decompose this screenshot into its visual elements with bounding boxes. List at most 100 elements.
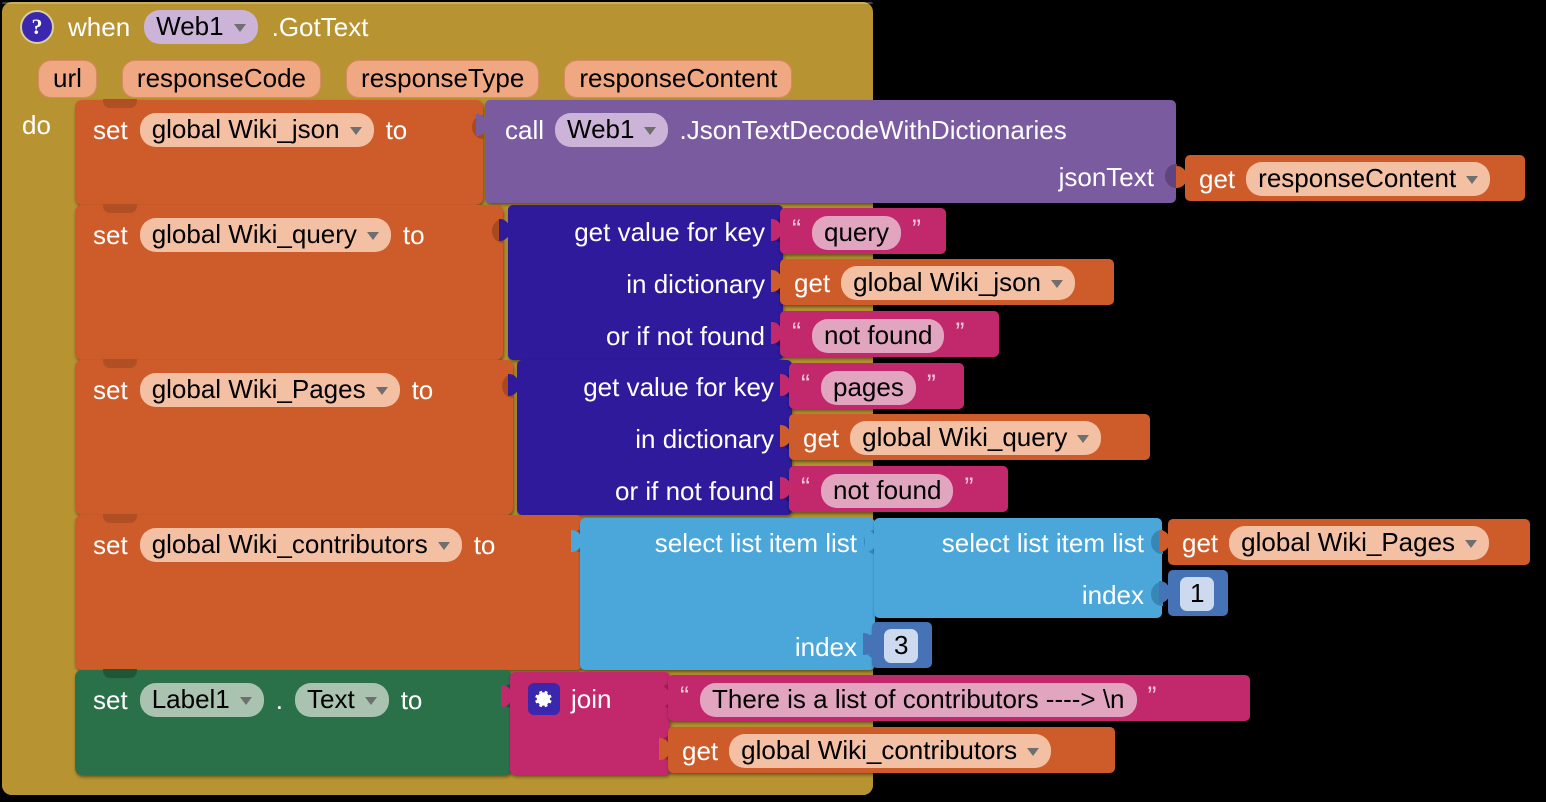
setter-block-wiki-query[interactable]: set global Wiki_query to (75, 204, 504, 360)
close-quote-icon: ” (926, 368, 936, 399)
argument-row-jsontext: jsonText (1059, 164, 1154, 190)
text-field-value: There is a list of contributors ----> \n (712, 684, 1125, 714)
event-method-label: .GotText (271, 12, 369, 42)
argument-label-jsontext: jsonText (1058, 162, 1154, 192)
text-block-not-found[interactable]: “ not found ” (780, 466, 1008, 512)
variable-dropdown-wiki-json[interactable]: global Wiki_json (841, 266, 1076, 300)
block-plug (1159, 530, 1170, 552)
open-quote-icon: “ (680, 680, 689, 711)
block-plug (571, 530, 582, 552)
variable-dropdown-wiki-pages[interactable]: global Wiki_Pages (139, 373, 400, 407)
to-label: to (411, 375, 434, 405)
component-dropdown-web1[interactable]: Web1 (144, 10, 258, 44)
component-dropdown-label: Web1 (156, 11, 224, 41)
getter-row: get global Wiki_query (803, 421, 1102, 455)
block-plug (508, 374, 519, 396)
getter-row: get global Wiki_json (794, 266, 1076, 300)
chevron-down-icon (1051, 280, 1064, 288)
setter-block-wiki-contributors[interactable]: set global Wiki_contributors to (75, 514, 584, 670)
variable-dropdown-responsecontent[interactable]: responseContent (1246, 162, 1491, 196)
dictionary-row: in dictionary (635, 426, 774, 452)
gear-icon[interactable] (528, 683, 560, 715)
set-label: set (93, 115, 128, 145)
text-block-pages[interactable]: “ pages ” (780, 363, 964, 409)
getter-block-wiki-json[interactable]: get global Wiki_json (771, 259, 1114, 305)
text-field-value: not found (833, 475, 942, 505)
or-if-not-found-label: or if not found (615, 476, 774, 506)
param-responsecontent[interactable]: responseContent (564, 60, 793, 98)
variable-dropdown-wiki-contributors[interactable]: global Wiki_contributors (139, 528, 462, 562)
close-quote-icon: ” (912, 213, 922, 244)
dictionary-row: in dictionary (626, 271, 765, 297)
param-responsetype[interactable]: responseType (346, 60, 540, 98)
component-dropdown-web1[interactable]: Web1 (555, 113, 669, 147)
variable-dropdown-label: global Wiki_contributors (151, 529, 428, 559)
close-quote-icon: ” (955, 316, 965, 347)
text-field-not-found[interactable]: not found (812, 319, 945, 353)
event-header: ? when Web1 .GotText (20, 10, 368, 44)
setter-row: set global Wiki_contributors to (93, 528, 495, 562)
help-icon[interactable]: ? (20, 10, 54, 44)
block-notch (103, 204, 137, 213)
not-found-row: or if not found (606, 323, 765, 349)
block-plug (1159, 581, 1170, 603)
getter-row: get responseContent (1199, 162, 1491, 196)
variable-dropdown-wiki-pages[interactable]: global Wiki_Pages (1229, 526, 1490, 560)
chevron-down-icon (1465, 540, 1478, 548)
number-block-3[interactable]: 3 (863, 622, 932, 668)
value-socket (1165, 164, 1177, 188)
variable-dropdown-wiki-query[interactable]: global Wiki_query (850, 421, 1102, 455)
when-label: when (68, 12, 131, 42)
select-list-item-block-outer[interactable]: select list item list index (571, 518, 876, 670)
dictionary-get-value-block-query[interactable]: get value for key in dictionary or if no… (499, 205, 784, 360)
text-block-not-found[interactable]: “ not found ” (771, 311, 999, 357)
getter-block-responsecontent[interactable]: get responseContent (1176, 155, 1525, 201)
param-url[interactable]: url (38, 60, 97, 98)
set-label: set (93, 375, 128, 405)
index-label: index (794, 632, 857, 662)
setter-block-label1-text[interactable]: set Label1 . Text to (75, 669, 513, 775)
variable-dropdown-label: global Wiki_query (862, 422, 1068, 452)
call-block-jsontextdecodewithdictionaries[interactable]: call Web1 .JsonTextDecodeWithDictionarie… (476, 100, 1177, 203)
text-field-query[interactable]: query (812, 216, 902, 250)
number-block-1[interactable]: 1 (1159, 570, 1228, 616)
chevron-down-icon (1466, 176, 1479, 184)
getter-row: get global Wiki_contributors (682, 734, 1052, 768)
text-block-contributors-message[interactable]: “ There is a list of contributors ----> … (659, 675, 1250, 721)
select-list-item-label: select list item list (654, 528, 857, 558)
block-plug (659, 738, 670, 760)
param-responsecode[interactable]: responseCode (121, 60, 322, 98)
text-row: “ not found ” (792, 316, 965, 353)
getter-block-wiki-contributors[interactable]: get global Wiki_contributors (659, 727, 1115, 773)
variable-dropdown-wiki-json[interactable]: global Wiki_json (139, 113, 374, 147)
select-list-item-block-inner[interactable]: select list item list index (865, 518, 1163, 618)
join-block[interactable]: join (501, 672, 671, 775)
text-block-query[interactable]: “ query ” (771, 208, 946, 254)
get-label: get (1199, 164, 1236, 194)
chevron-down-icon (644, 127, 657, 135)
chevron-down-icon (366, 232, 379, 240)
getter-block-wiki-query[interactable]: get global Wiki_query (780, 414, 1150, 460)
text-field-not-found[interactable]: not found (821, 474, 954, 508)
setter-block-wiki-json[interactable]: set global Wiki_json to (75, 99, 484, 205)
number-field-3[interactable]: 3 (884, 629, 919, 663)
variable-dropdown-label: global Wiki_Pages (151, 374, 366, 404)
block-notch (103, 669, 137, 678)
getter-block-wiki-pages[interactable]: get global Wiki_Pages (1159, 519, 1530, 565)
block-notch (103, 359, 137, 368)
call-label: call (505, 115, 545, 145)
to-label: to (473, 530, 496, 560)
variable-dropdown-wiki-contributors[interactable]: global Wiki_contributors (729, 734, 1052, 768)
number-field-1[interactable]: 1 (1180, 577, 1215, 611)
select-list-item-label: select list item list (941, 528, 1144, 558)
setter-block-wiki-pages[interactable]: set global Wiki_Pages to (75, 359, 514, 515)
variable-dropdown-label: global Wiki_json (151, 114, 340, 144)
component-dropdown-label1[interactable]: Label1 (139, 683, 264, 717)
dictionary-get-value-block-pages[interactable]: get value for key in dictionary or if no… (508, 360, 793, 515)
text-field-pages[interactable]: pages (821, 371, 916, 405)
text-field-contributors-message[interactable]: There is a list of contributors ----> \n (700, 683, 1137, 717)
variable-dropdown-wiki-query[interactable]: global Wiki_query (139, 218, 391, 252)
block-highlight (2, 2, 873, 4)
join-label: join (571, 684, 612, 714)
property-dropdown-text[interactable]: Text (295, 683, 389, 717)
